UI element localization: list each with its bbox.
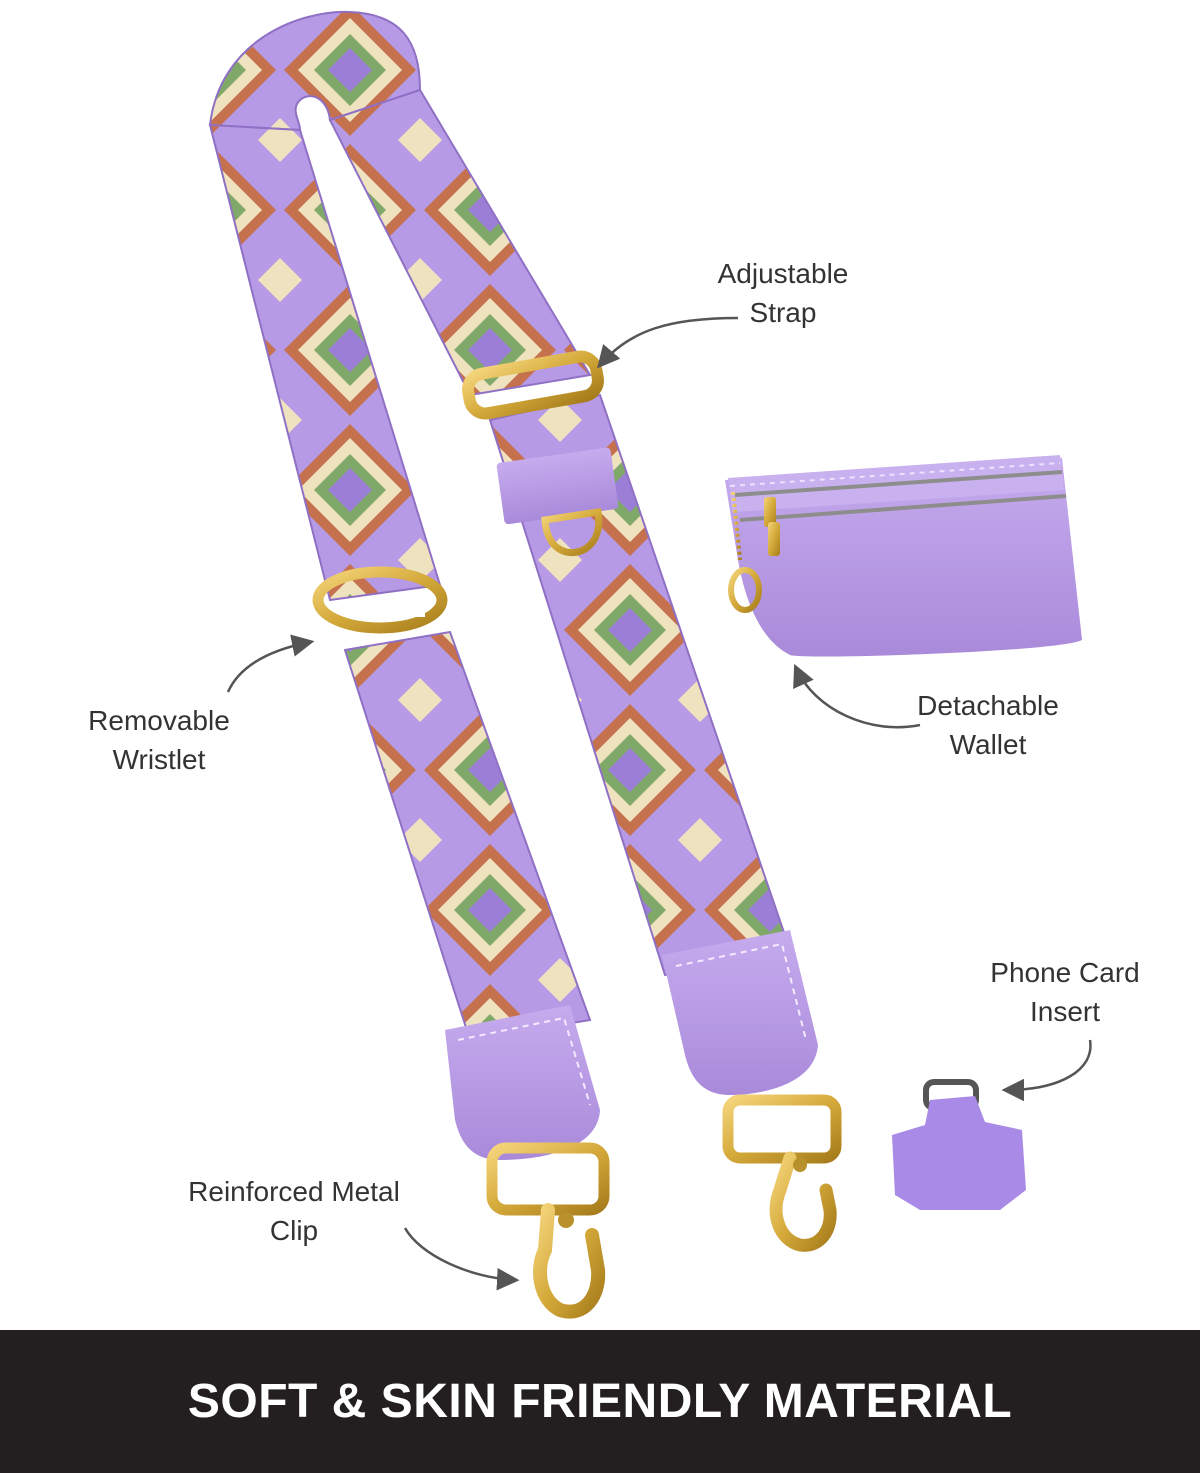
strap-left-lower	[343, 630, 592, 1042]
d-ring-icon	[541, 508, 603, 557]
arrow-icon	[1001, 1039, 1092, 1102]
callout-adjustable-strap: Adjustable Strap	[688, 254, 878, 332]
zipper-icon	[764, 497, 780, 556]
banner-title: SOFT & SKIN FRIENDLY MATERIAL	[187, 1375, 1013, 1428]
callout-line: Removable	[88, 705, 230, 736]
callout-line: Wristlet	[112, 744, 206, 775]
leather-keeper	[496, 447, 619, 525]
callout-line: Detachable	[917, 690, 1059, 721]
feature-banner: SOFT & SKIN FRIENDLY MATERIAL	[0, 1330, 1200, 1473]
callout-line: Wallet	[949, 729, 1027, 760]
slider-buckle-icon	[462, 350, 604, 420]
snap-hook-icon	[486, 1142, 610, 1319]
wallet	[725, 455, 1082, 657]
callout-line: Clip	[269, 1215, 319, 1246]
wristlet-ring-icon	[312, 566, 448, 634]
arrow-icon	[226, 634, 315, 693]
callout-line: Reinforced Metal	[188, 1176, 400, 1207]
strap-top-loop	[208, 10, 422, 132]
arrow-icon	[597, 316, 739, 369]
phone-card-insert	[892, 1079, 1026, 1210]
leather-end-left-stitch	[457, 1016, 591, 1106]
callout-reinforced-metal-clip: Reinforced Metal Clip	[164, 1172, 424, 1250]
callout-phone-card-insert: Phone Card Insert	[970, 953, 1160, 1031]
arrow-icon	[403, 1227, 520, 1291]
callout-line: Adjustable	[717, 258, 849, 289]
product-illustration	[208, 10, 1092, 1319]
strap-right-upper	[328, 88, 592, 397]
callout-line: Phone Card	[990, 957, 1140, 988]
leather-end-left	[445, 1005, 600, 1160]
callout-line: Strap	[749, 297, 817, 328]
leather-end-right	[662, 930, 818, 1095]
leather-end-right-stitch	[675, 942, 807, 1041]
callout-removable-wristlet: Removable Wristlet	[64, 701, 254, 779]
callout-line: Insert	[1029, 996, 1101, 1027]
callout-detachable-wallet: Detachable Wallet	[888, 686, 1088, 764]
arrow-icon	[793, 663, 921, 729]
snap-hook-icon	[722, 1094, 842, 1252]
